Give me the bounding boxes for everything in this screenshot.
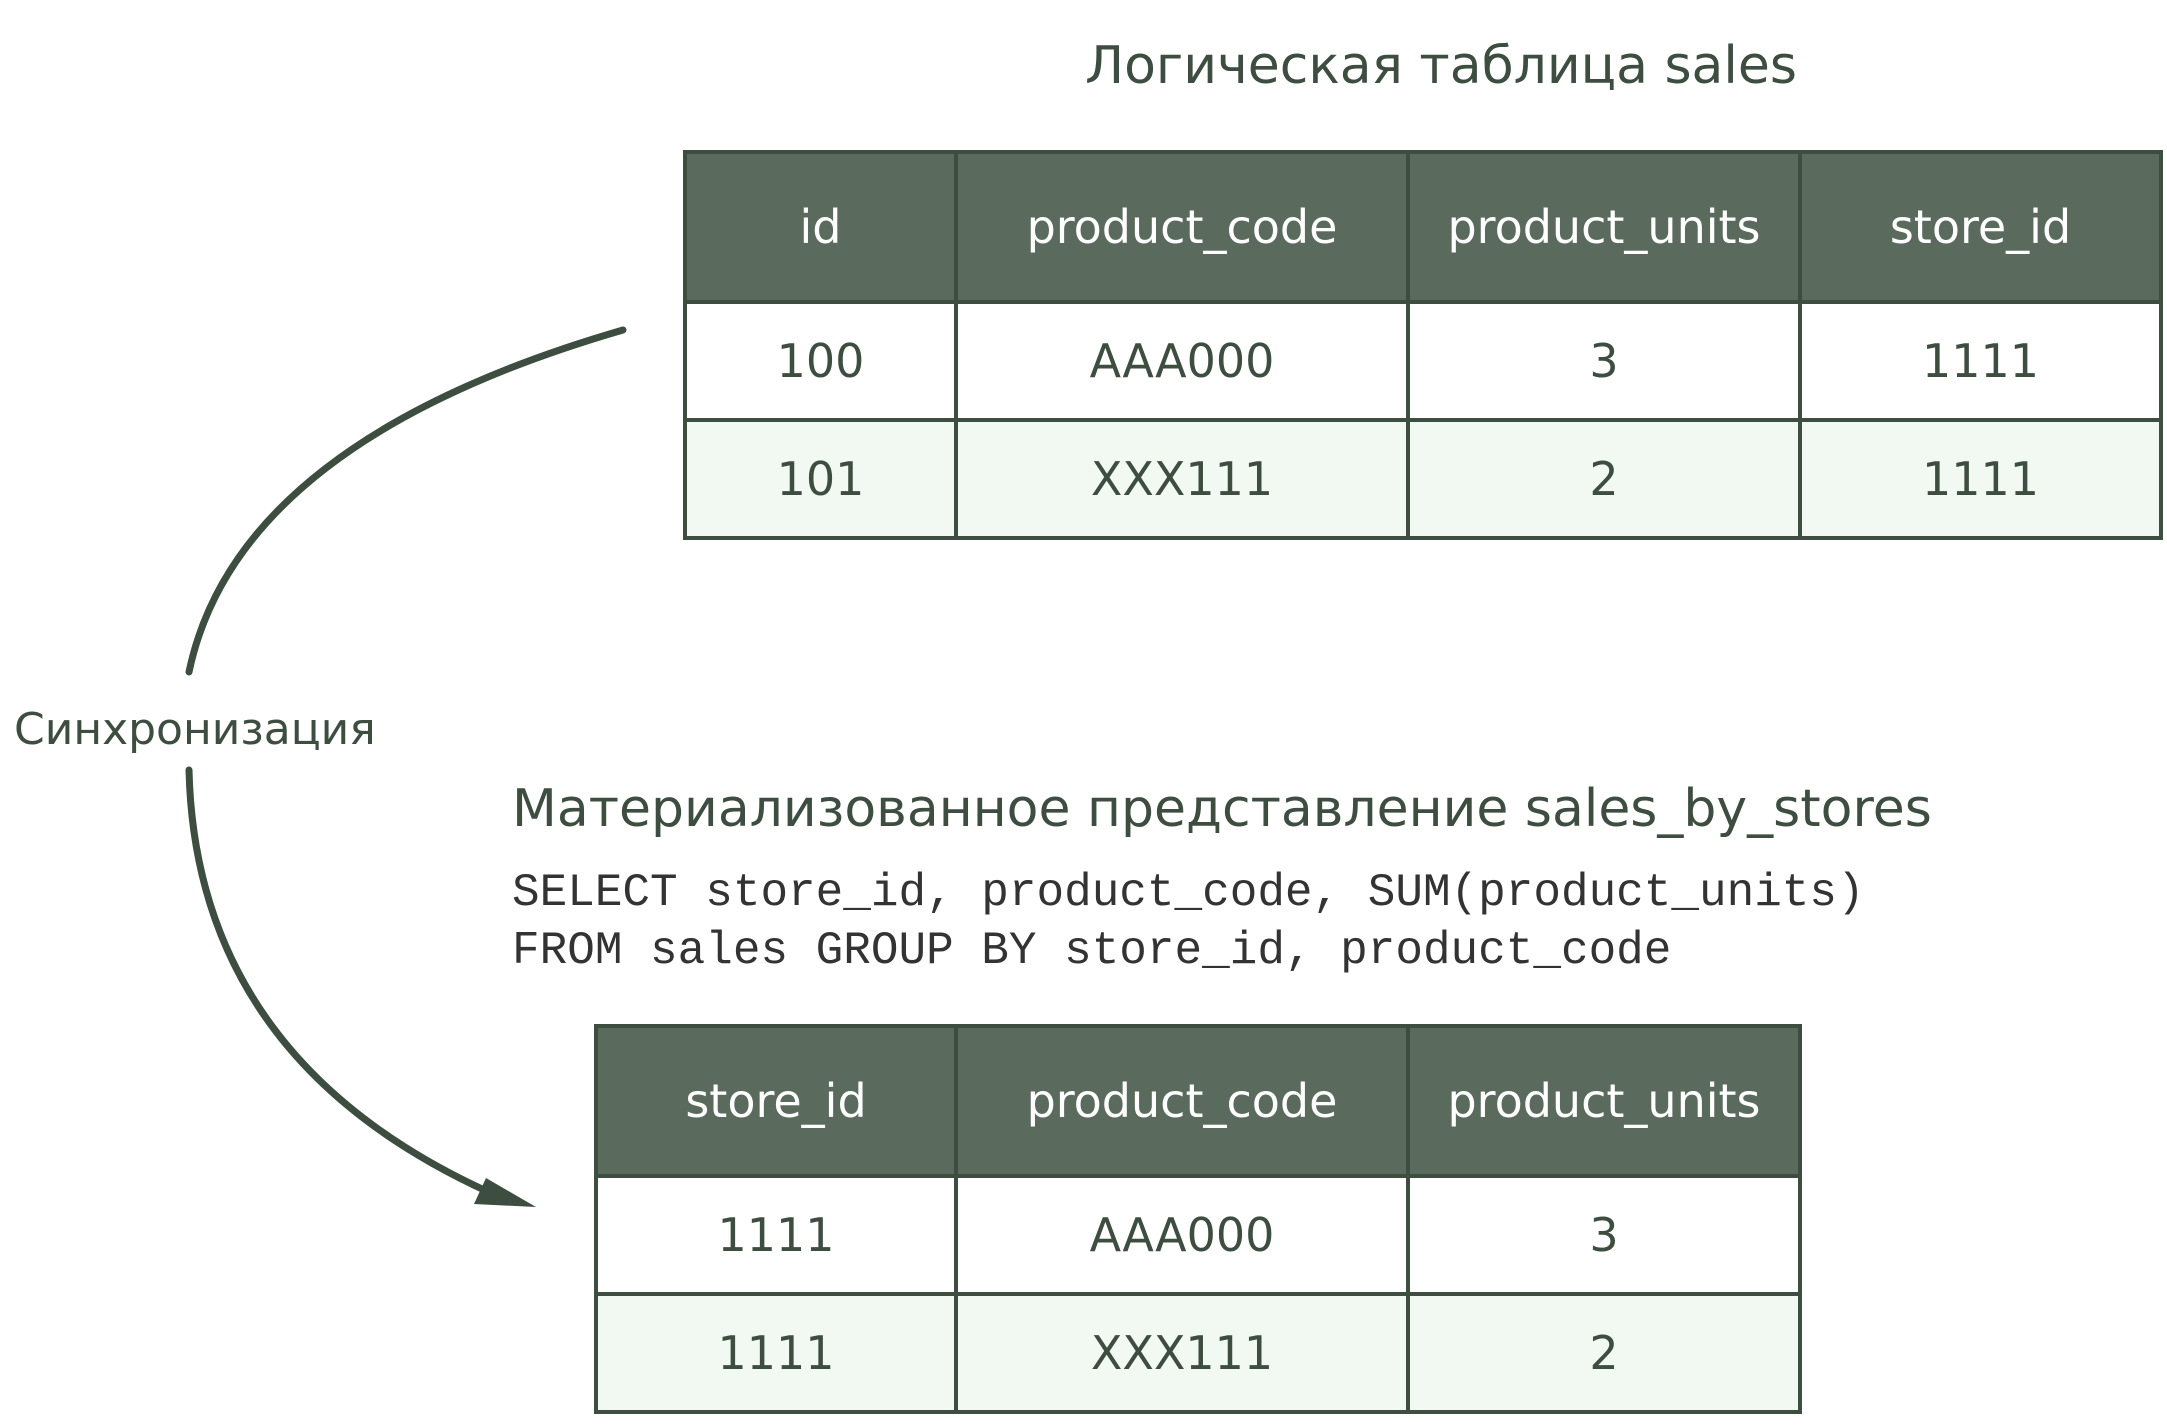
sales-table-title: Логическая таблица sales <box>1085 36 1797 96</box>
column-header: store_id <box>1798 150 2163 304</box>
table-cell: 2 <box>1406 1292 1802 1414</box>
table-cell: 3 <box>1406 1174 1802 1296</box>
sales-table: id product_code product_units store_id 1… <box>683 150 2163 540</box>
sync-arrow-upper-curve <box>185 326 627 676</box>
table-cell: 100 <box>683 300 958 422</box>
sync-label: Синхронизация <box>14 704 376 755</box>
table-cell: 1111 <box>594 1174 958 1296</box>
table-cell: 101 <box>683 418 958 540</box>
table-cell: 1111 <box>1798 418 2163 540</box>
table-row: 1111 XXX111 2 <box>594 1292 1802 1414</box>
column-header: store_id <box>594 1024 958 1178</box>
table-cell: 1111 <box>1798 300 2163 422</box>
table-cell: AAA000 <box>954 1174 1410 1296</box>
materialized-view-title: Материализованное представление sales_by… <box>512 779 1932 839</box>
table-row: 101 XXX111 2 1111 <box>683 418 2163 540</box>
sync-arrow-lower-curve <box>185 766 506 1202</box>
sql-query-line-1: SELECT store_id, product_code, SUM(produ… <box>512 867 1865 919</box>
materialized-view-table: store_id product_code product_units 1111… <box>594 1024 1802 1414</box>
table-row: 100 AAA000 3 1111 <box>683 300 2163 422</box>
column-header: product_units <box>1406 150 1802 304</box>
column-header: product_units <box>1406 1024 1802 1178</box>
table-cell: 3 <box>1406 300 1802 422</box>
table-cell: 1111 <box>594 1292 958 1414</box>
table-cell: XXX111 <box>954 1292 1410 1414</box>
column-header: id <box>683 150 958 304</box>
table-cell: 2 <box>1406 418 1802 540</box>
column-header: product_code <box>954 150 1410 304</box>
column-header: product_code <box>954 1024 1410 1178</box>
sql-query-line-2: FROM sales GROUP BY store_id, product_co… <box>512 925 1672 977</box>
table-header-row: id product_code product_units store_id <box>683 150 2163 304</box>
table-header-row: store_id product_code product_units <box>594 1024 1802 1178</box>
table-cell: XXX111 <box>954 418 1410 540</box>
table-cell: AAA000 <box>954 300 1410 422</box>
table-row: 1111 AAA000 3 <box>594 1174 1802 1296</box>
arrowhead-icon <box>474 1178 536 1207</box>
